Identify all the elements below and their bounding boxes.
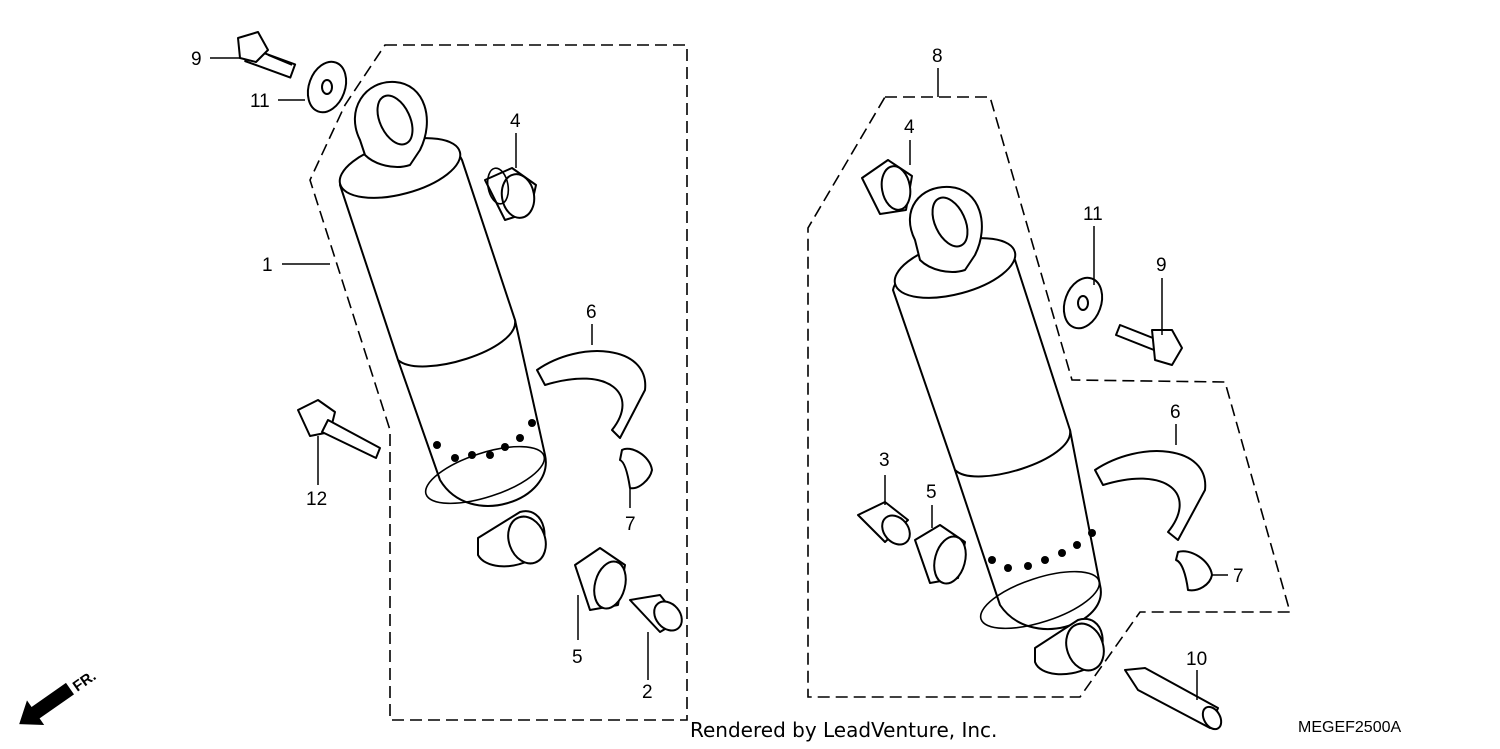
washer-11-left <box>306 60 348 114</box>
callout-9-left: 9 <box>191 49 202 70</box>
washer-11-right <box>1062 276 1104 330</box>
callout-10: 10 <box>1186 649 1207 670</box>
front-arrow-icon: FR. <box>19 668 100 725</box>
callout-6-left: 6 <box>586 302 597 323</box>
callout-11-right: 11 <box>1083 204 1103 225</box>
bushing-5-right <box>914 524 967 585</box>
clip-7-left <box>619 447 653 490</box>
callout-3: 3 <box>879 450 890 471</box>
pin-10 <box>1124 667 1223 731</box>
front-arrow-label: FR. <box>70 668 100 696</box>
diagram-code: MEGEF2500A <box>1298 719 1402 736</box>
callout-7-right: 7 <box>1233 566 1244 587</box>
bushing-4-right <box>861 159 913 215</box>
callout-6-right: 6 <box>1170 402 1181 423</box>
band-6-left <box>536 350 647 439</box>
callout-5-right: 5 <box>926 482 937 503</box>
callout-11-left: 11 <box>250 91 270 112</box>
callout-1: 1 <box>262 255 273 276</box>
bolt-12 <box>297 399 381 459</box>
callout-12: 12 <box>306 489 327 510</box>
callout-4-left: 4 <box>510 111 521 132</box>
assembly-boundary-right <box>807 96 1292 698</box>
band-6-right <box>1094 450 1207 541</box>
clip-7-right <box>1175 550 1213 592</box>
assembly-boundary-left <box>309 44 688 721</box>
bushing-5-left <box>574 547 627 611</box>
callout-5-left: 5 <box>572 647 583 668</box>
bolt-9-left <box>237 31 297 79</box>
shock-absorber-left <box>338 80 547 568</box>
callout-2: 2 <box>642 682 653 703</box>
bushing-4-left <box>484 167 537 221</box>
rendered-by-credit: Rendered by LeadVenture, Inc. <box>690 718 998 742</box>
callout-8: 8 <box>932 46 943 67</box>
callout-4-right: 4 <box>904 117 915 138</box>
collar-2 <box>629 594 683 633</box>
callout-7-left: 7 <box>625 514 636 535</box>
collar-3 <box>857 501 911 546</box>
shock-absorber-right <box>892 185 1105 676</box>
bolt-9-right <box>1115 324 1183 366</box>
callout-9-right: 9 <box>1156 255 1167 276</box>
